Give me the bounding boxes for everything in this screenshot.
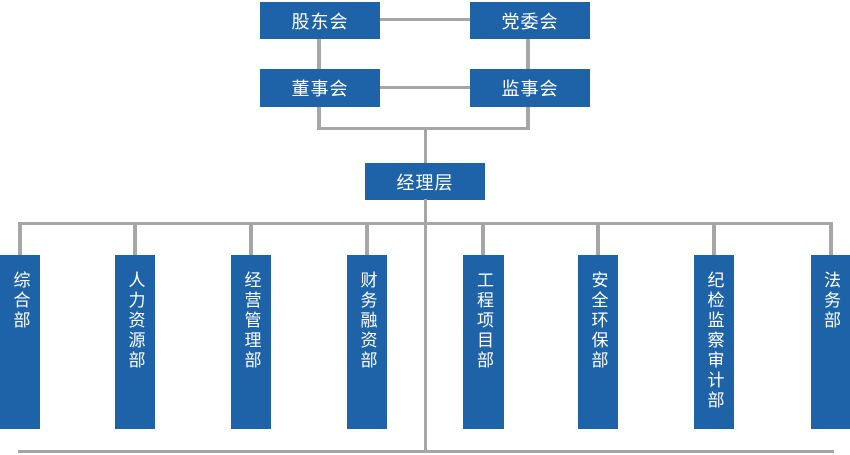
- node-board-of-directors: 董事会: [260, 69, 380, 107]
- node-human-resources-dept: 人力资源部: [115, 255, 155, 429]
- connector-dept-stub-7: [712, 224, 716, 255]
- connector-supervisory-drop-line: [526, 107, 530, 130]
- node-management-level: 经理层: [365, 163, 485, 200]
- node-shareholders-meeting: 股东会: [260, 2, 380, 39]
- dept-label: 经营管理部: [241, 271, 261, 371]
- node-label: 股东会: [291, 11, 349, 32]
- node-label: 监事会: [501, 79, 559, 99]
- connector-dept-stub-2: [133, 224, 137, 255]
- node-party-committee: 党委会: [470, 2, 590, 39]
- node-operations-management-dept: 经营管理部: [231, 255, 271, 429]
- connector-bracket-to-management-line: [424, 127, 427, 163]
- connector-management-trunk-line: [424, 199, 427, 451]
- connector-department-distribution-line: [18, 222, 833, 225]
- dept-label: 人力资源部: [125, 271, 145, 371]
- dept-label: 工程项目部: [474, 271, 493, 371]
- connector-dept-stub-3: [249, 224, 253, 255]
- connector-dept-stub-8: [829, 224, 833, 255]
- bottom-boundary-line: [18, 450, 834, 453]
- node-legal-affairs-dept: 法务部: [811, 255, 850, 429]
- connector-shareholders-party-line: [380, 18, 470, 21]
- connector-bracket-line: [317, 127, 530, 130]
- node-safety-environment-dept: 安全环保部: [578, 255, 618, 429]
- dept-label: 安全环保部: [588, 271, 608, 371]
- connector-party-supervisory-line: [526, 39, 530, 69]
- connector-directors-drop-line: [317, 107, 321, 130]
- node-discipline-inspection-audit-dept: 纪检监察审计部: [694, 255, 734, 429]
- node-supervisory-board: 监事会: [470, 69, 590, 107]
- connector-shareholders-directors-line: [317, 39, 321, 69]
- dept-label: 纪检监察审计部: [704, 271, 724, 411]
- node-label: 党委会: [501, 11, 559, 32]
- connector-dept-stub-1: [18, 224, 22, 255]
- node-label: 经理层: [396, 172, 454, 193]
- node-finance-financing-dept: 财务融资部: [347, 255, 387, 429]
- node-general-dept: 综合部: [0, 255, 40, 429]
- node-label: 董事会: [291, 79, 349, 99]
- dept-label: 财务融资部: [357, 271, 377, 371]
- connector-directors-supervisory-line: [380, 86, 470, 89]
- dept-label: 综合部: [10, 271, 30, 331]
- connector-dept-stub-5: [481, 224, 485, 255]
- connector-dept-stub-4: [365, 224, 369, 255]
- connector-dept-stub-6: [596, 224, 600, 255]
- node-engineering-project-dept: 工程项目部: [463, 255, 504, 429]
- dept-label: 法务部: [821, 271, 840, 331]
